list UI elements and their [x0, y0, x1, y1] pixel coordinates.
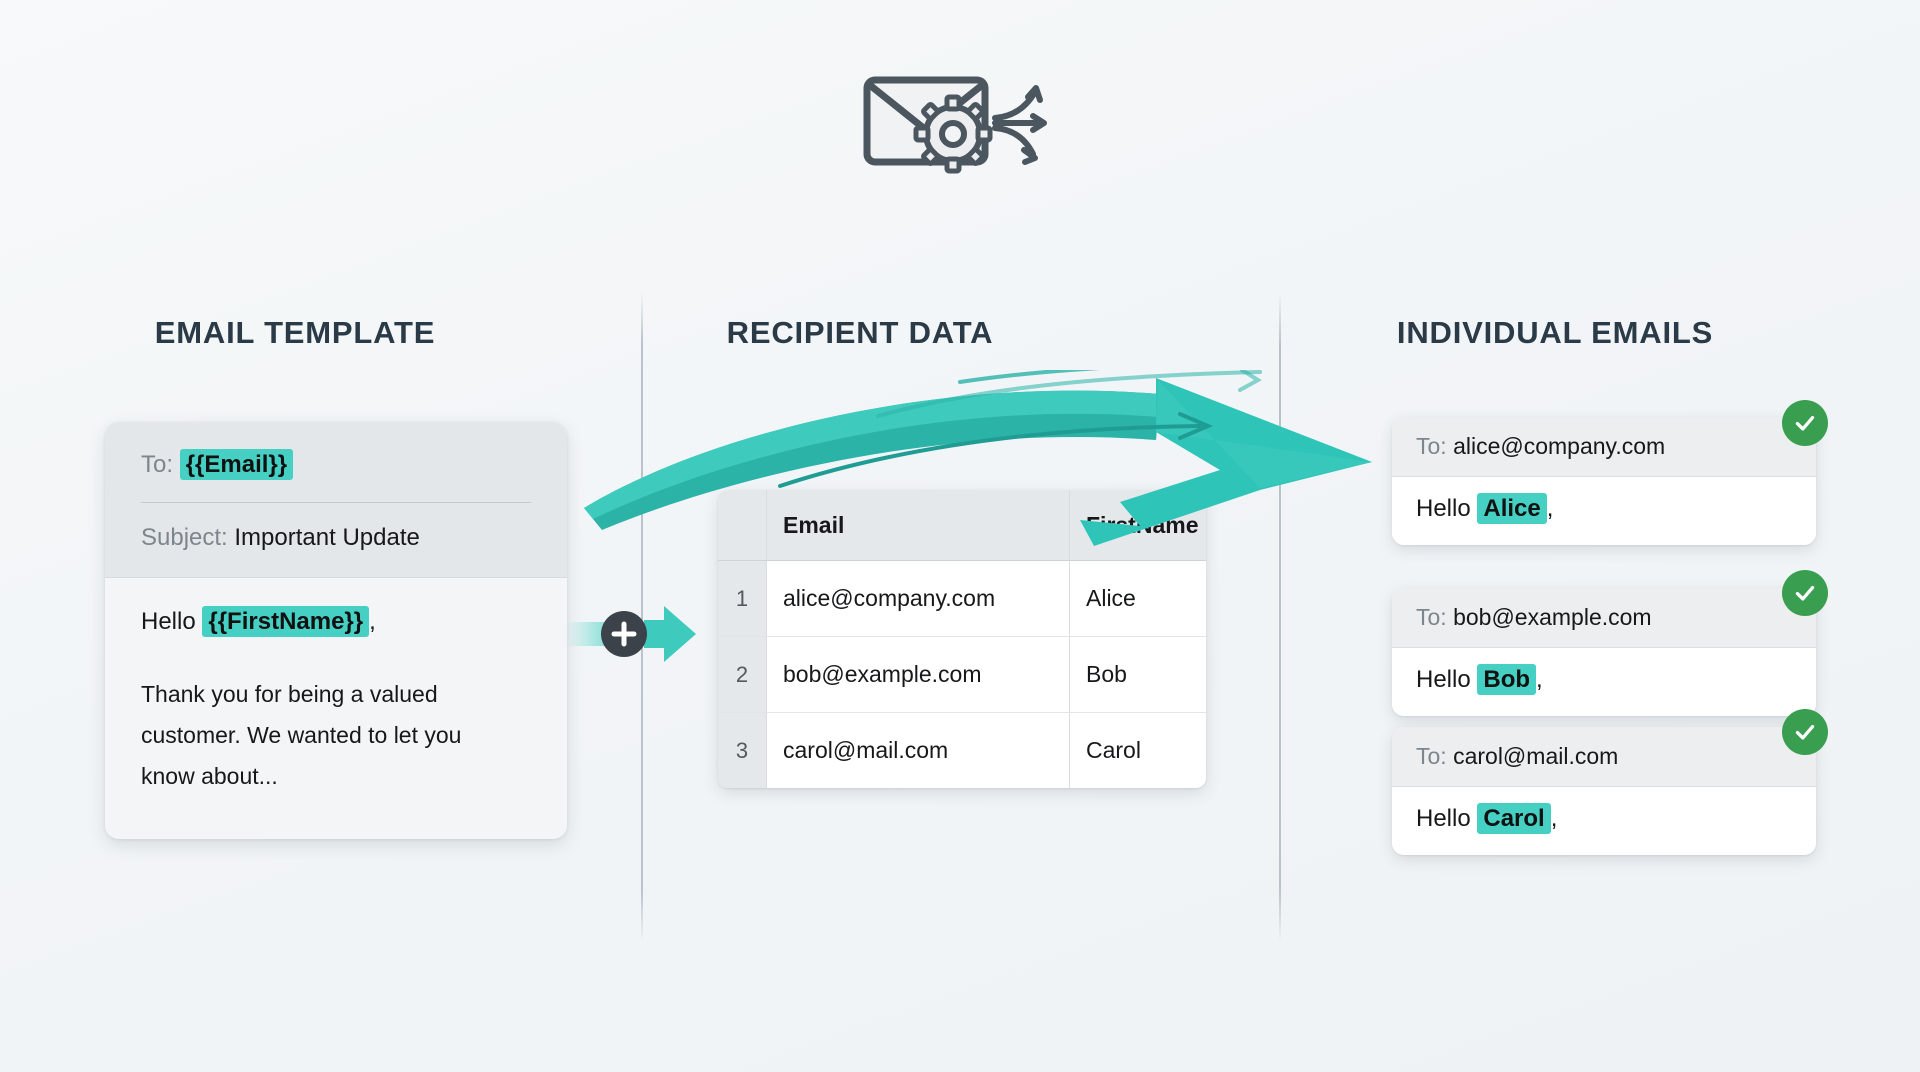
- email-merged-name: Carol: [1477, 803, 1551, 834]
- cell-email: carol@mail.com: [766, 712, 1070, 788]
- cell-firstname: Bob: [1069, 636, 1206, 713]
- email-merged-name: Alice: [1477, 493, 1547, 524]
- email-template-card: To: {{Email}} Subject: Important Update …: [105, 422, 567, 839]
- table-header-firstname: FirstName: [1069, 490, 1206, 561]
- email-greeting-prefix: Hello: [1416, 495, 1471, 522]
- section-divider-right: [1279, 292, 1281, 942]
- template-subject-value: Important Update: [234, 524, 420, 551]
- table-row[interactable]: 3 carol@mail.com Carol: [718, 712, 1206, 788]
- recipient-data-table[interactable]: Email FirstName 1 alice@company.com Alic…: [718, 490, 1206, 788]
- email-greeting-suffix: ,: [1550, 805, 1558, 832]
- email-to-value: alice@company.com: [1453, 433, 1666, 459]
- email-card-header: To: carol@mail.com: [1392, 727, 1816, 787]
- table-header-gutter: [718, 490, 767, 561]
- section-divider-left: [641, 292, 643, 942]
- email-to-label: To:: [1416, 433, 1447, 459]
- email-card-body: Hello Carol,: [1392, 787, 1816, 855]
- cell-email: alice@company.com: [766, 560, 1070, 637]
- email-greeting-prefix: Hello: [1416, 805, 1471, 832]
- table-row[interactable]: 1 alice@company.com Alice: [718, 560, 1206, 637]
- email-to-label: To:: [1416, 743, 1447, 769]
- table-header-row: Email FirstName: [718, 490, 1206, 561]
- template-to-row: To: {{Email}}: [141, 448, 531, 482]
- cell-firstname: Alice: [1069, 560, 1206, 637]
- email-card-body: Hello Alice,: [1392, 477, 1816, 545]
- template-greeting-line: Hello {{FirstName}},: [141, 606, 531, 637]
- email-to-label: To:: [1416, 604, 1447, 630]
- email-to-value: carol@mail.com: [1453, 743, 1619, 769]
- individual-email-card[interactable]: To: bob@example.com Hello Bob,: [1392, 588, 1816, 716]
- email-card-header: To: alice@company.com: [1392, 417, 1816, 477]
- email-card-body: Hello Bob,: [1392, 648, 1816, 716]
- template-subject-row: Subject: Important Update: [141, 521, 531, 555]
- column-title-recipient-data: RECIPIENT DATA: [726, 315, 994, 350]
- individual-email-card[interactable]: To: carol@mail.com Hello Carol,: [1392, 727, 1816, 855]
- sent-check-icon: [1782, 570, 1828, 616]
- template-greeting-prefix: Hello: [141, 608, 196, 635]
- individual-email-card[interactable]: To: alice@company.com Hello Alice,: [1392, 417, 1816, 545]
- email-greeting-suffix: ,: [1536, 666, 1543, 693]
- template-to-label: To:: [141, 451, 174, 478]
- template-header: To: {{Email}} Subject: Important Update: [105, 422, 567, 577]
- row-number: 3: [718, 712, 767, 788]
- template-subject-label: Subject:: [141, 524, 228, 551]
- column-title-individual-emails: INDIVIDUAL EMAILS: [1396, 315, 1714, 350]
- envelope-gear-distribute-icon: [845, 62, 1075, 182]
- sent-check-icon: [1782, 709, 1828, 755]
- template-to-token: {{Email}}: [179, 449, 294, 480]
- cell-email: bob@example.com: [766, 636, 1070, 713]
- template-body-text: Thank you for being a valued customer. W…: [141, 681, 462, 789]
- template-firstname-token: {{FirstName}}: [202, 606, 370, 637]
- cell-firstname: Carol: [1086, 737, 1141, 763]
- column-title-email-template: EMAIL TEMPLATE: [154, 315, 436, 350]
- template-header-separator: [141, 502, 531, 503]
- email-merged-name: Bob: [1477, 664, 1537, 695]
- email-greeting-prefix: Hello: [1416, 666, 1471, 693]
- template-greeting-suffix: ,: [369, 608, 376, 635]
- sent-check-icon: [1782, 400, 1828, 446]
- email-to-value: bob@example.com: [1453, 604, 1652, 630]
- template-body: Hello {{FirstName}}, Thank you for being…: [105, 577, 567, 839]
- row-number: 1: [718, 560, 767, 637]
- email-card-header: To: bob@example.com: [1392, 588, 1816, 648]
- email-greeting-suffix: ,: [1546, 495, 1554, 522]
- table-row[interactable]: 2 bob@example.com Bob: [718, 636, 1206, 713]
- table-header-email: Email: [766, 490, 1070, 561]
- merge-connector: [566, 592, 706, 676]
- row-number: 2: [718, 636, 767, 713]
